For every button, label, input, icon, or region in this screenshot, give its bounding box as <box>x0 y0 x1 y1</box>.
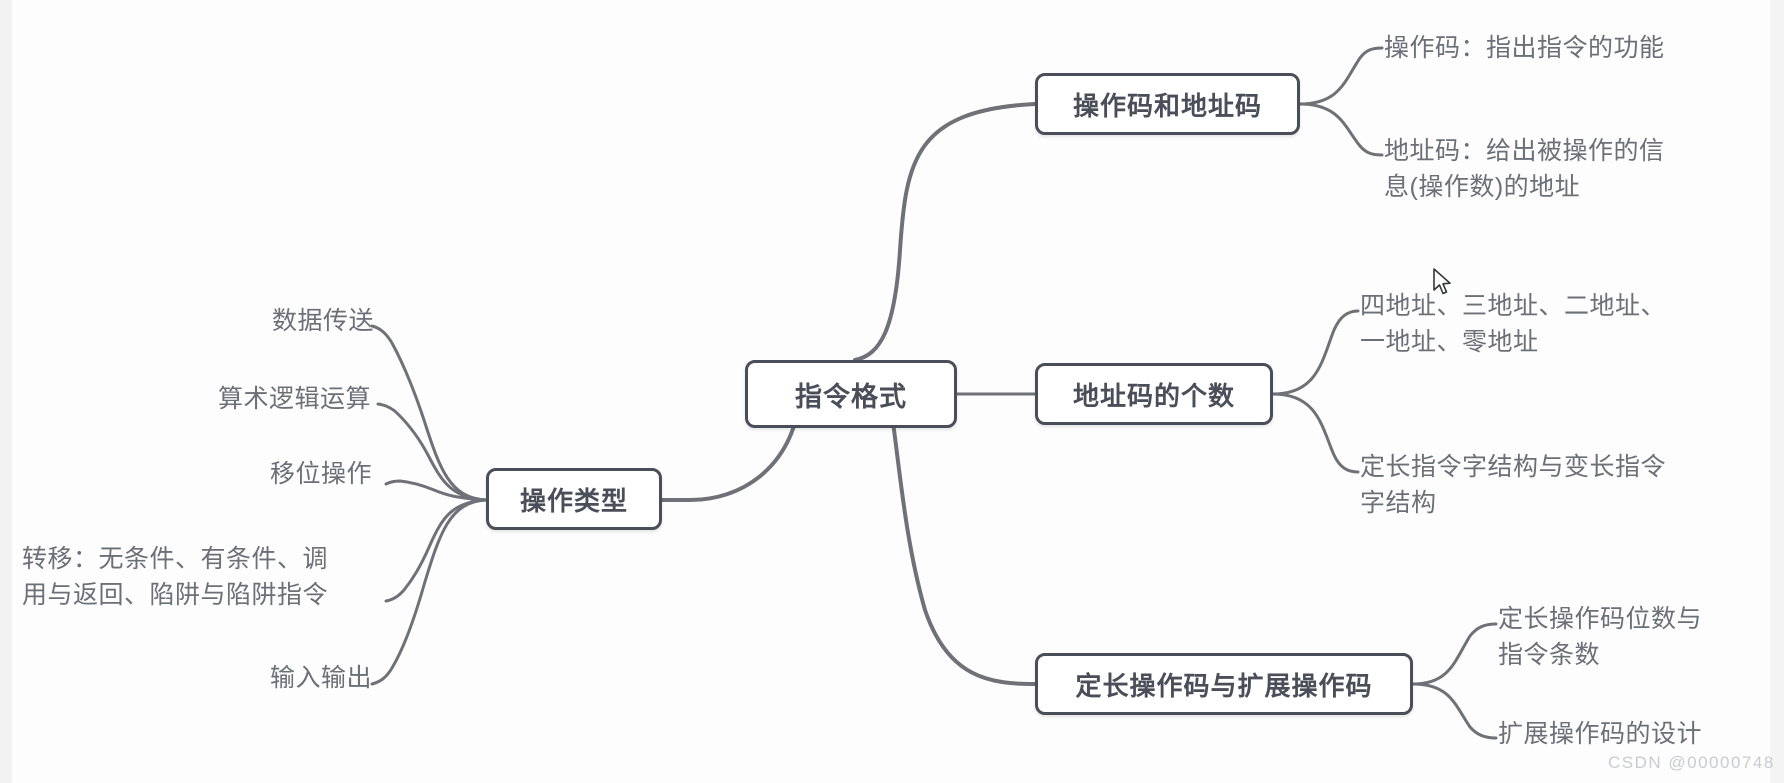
leaf-fixed-opcode-bits-and-count[interactable]: 定长操作码位数与 指令条数 <box>1498 605 1703 670</box>
leaf-fixed-and-variable-word[interactable]: 定长指令字结构与变长指令 字结构 <box>1360 453 1667 518</box>
node-root-instruction-format[interactable]: 指令格式 <box>745 360 957 428</box>
node-branch-address-count[interactable]: 地址码的个数 <box>1035 363 1273 425</box>
node-branch-address-count-label: 地址码的个数 <box>1072 380 1235 411</box>
page-right-margin <box>1770 0 1784 783</box>
leaf-transfer-control[interactable]: 转移：无条件、有条件、调 用与返回、陷阱与陷阱指令 <box>22 545 329 610</box>
leaf-extended-opcode-design[interactable]: 扩展操作码的设计 <box>1498 720 1703 748</box>
node-branch-operation-type[interactable]: 操作类型 <box>486 468 662 530</box>
leaf-input-output[interactable]: 输入输出 <box>270 664 373 692</box>
csdn-watermark: CSDN @00000748 <box>1608 753 1775 772</box>
node-branch-operation-type-label: 操作类型 <box>519 485 628 516</box>
node-branch-opcode-and-address-label: 操作码和地址码 <box>1072 90 1262 121</box>
node-root-label: 指令格式 <box>795 381 907 412</box>
node-branch-fixed-and-extended-opcode[interactable]: 定长操作码与扩展操作码 <box>1035 653 1413 715</box>
leaf-arithmetic-logic[interactable]: 算术逻辑运算 <box>218 385 372 413</box>
leaf-address-code-meaning[interactable]: 地址码：给出被操作的信 息(操作数)的地址 <box>1384 137 1665 202</box>
node-branch-fixed-and-extended-opcode-label: 定长操作码与扩展操作码 <box>1075 670 1373 701</box>
leaf-opcode-function[interactable]: 操作码：指出指令的功能 <box>1384 34 1665 62</box>
node-branch-opcode-and-address[interactable]: 操作码和地址码 <box>1035 73 1300 135</box>
leaf-shift-operation[interactable]: 移位操作 <box>270 460 373 488</box>
page-left-margin <box>0 0 12 783</box>
leaf-data-transfer[interactable]: 数据传送 <box>272 307 375 335</box>
leaf-address-count-kinds[interactable]: 四地址、三地址、二地址、 一地址、零地址 <box>1360 292 1667 357</box>
